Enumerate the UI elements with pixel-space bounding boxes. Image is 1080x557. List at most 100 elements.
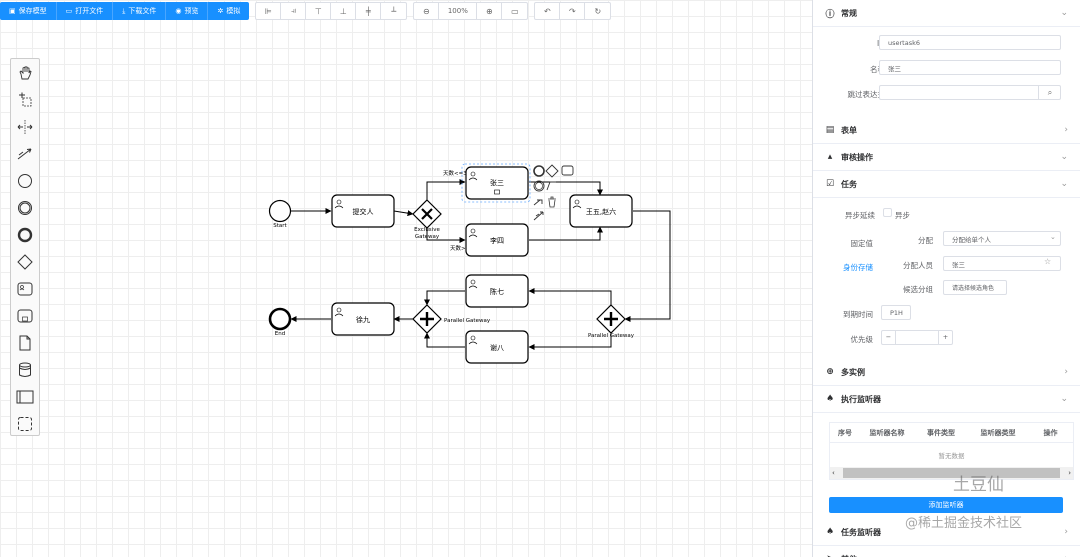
wrench-icon[interactable] (533, 199, 543, 206)
assign-select[interactable]: 分配给单个人 (943, 231, 1061, 246)
section-multi-instance-header[interactable]: ⊕ 多实例 › (813, 359, 1080, 386)
flow-lisi-wangwu[interactable] (529, 226, 603, 241)
search-icon[interactable]: ⌕ (1038, 85, 1061, 100)
identity-store-tab[interactable]: 身份存储 (843, 263, 873, 272)
user-task-icon[interactable] (11, 275, 39, 302)
subprocess-icon[interactable] (11, 302, 39, 329)
append-task-icon[interactable] (561, 165, 574, 176)
parallel-gateway-join[interactable]: Parallel Gateway (412, 304, 491, 334)
due-date-input[interactable]: P1H (881, 305, 911, 320)
candidate-group-button[interactable]: 请选择候选角色 (943, 280, 1007, 295)
intermediate-event-icon[interactable] (11, 194, 39, 221)
append-gateway-icon[interactable] (545, 164, 559, 178)
pool-icon[interactable] (11, 383, 39, 410)
save-model-button[interactable]: ▣保存模型 (0, 2, 57, 20)
gateway-icon[interactable] (11, 248, 39, 275)
section-general-header[interactable]: ⓘ 常规 ⌄ (813, 0, 1080, 27)
section-exec-listener-body: 序号 监听器名称 事件类型 监听器类型 操作 暂无数据 ‹ › 添加监听器 (813, 413, 1080, 519)
priority-increase-button[interactable]: + (938, 331, 952, 344)
flow-chenqi-join[interactable] (424, 290, 465, 306)
align-middle-icon[interactable]: ┴ (391, 6, 397, 16)
parallel-gateway-fork[interactable]: Parallel Gateway (588, 304, 635, 339)
chevron-down-icon: ⌄ (1050, 233, 1056, 241)
async-option-label: 异步 (895, 211, 910, 220)
task-wangwu[interactable]: 王五,赵六 (569, 194, 633, 228)
bpmn-canvas[interactable]: ▣保存模型 ▭打开文件 ⤓下载文件 ◉预览 ✲模拟 ⊫ ⫣ ⊤ ⊥ ╪ ┴ ⊖ … (0, 0, 812, 557)
flow-parallel-xieba[interactable] (528, 333, 612, 350)
align-center-icon[interactable]: ╪ (356, 3, 382, 19)
align-bottom-icon[interactable]: ⊥ (331, 3, 357, 19)
section-exec-listener-header[interactable]: ♠ 执行监听器 ⌄ (813, 386, 1080, 413)
task-submit[interactable]: 提交人 (331, 194, 395, 228)
group-icon[interactable] (11, 410, 39, 437)
append-end-event-icon[interactable] (533, 165, 545, 177)
connect-tool-icon[interactable] (11, 140, 39, 167)
align-right-icon[interactable]: ⫣ (281, 3, 307, 19)
space-tool-icon[interactable] (11, 113, 39, 140)
append-intermediate-event-icon[interactable] (533, 180, 545, 192)
flow-xieba-join[interactable] (424, 332, 465, 348)
hand-tool-icon[interactable] (11, 59, 39, 86)
exclusive-gateway[interactable]: Exclusive Gateway (412, 199, 442, 240)
section-form-header[interactable]: ▤ 表单 › (813, 117, 1080, 144)
assignee-input[interactable]: 张三 (943, 256, 1061, 271)
cog-icon: ✲ (217, 7, 224, 15)
task-zhangsan[interactable]: 张三 (461, 163, 531, 203)
data-store-icon[interactable] (11, 356, 39, 383)
lasso-tool-icon[interactable] (11, 86, 39, 113)
task-xujiu[interactable]: 徐九 (331, 302, 395, 336)
skip-expression-input[interactable] (879, 85, 1061, 100)
flow-wangwu-parallel[interactable] (624, 210, 671, 322)
fit-view-icon[interactable]: ▭ (511, 6, 519, 16)
name-input[interactable]: 张三 (879, 60, 1061, 75)
flow-submit-exclusive[interactable] (393, 210, 414, 217)
task-xieba[interactable]: 谢八 (465, 330, 529, 364)
end-event-icon[interactable] (11, 221, 39, 248)
download-file-button[interactable]: ⤓下载文件 (113, 2, 167, 20)
align-left-icon[interactable]: ⊫ (256, 3, 282, 19)
scroll-left-icon[interactable]: ‹ (832, 469, 835, 477)
section-audit-header[interactable]: ▴ 审核操作 ⌄ (813, 144, 1080, 171)
trash-icon[interactable] (548, 196, 556, 208)
id-input[interactable]: usertask6 (879, 35, 1061, 50)
start-event[interactable]: Start (268, 199, 292, 230)
open-file-button[interactable]: ▭打开文件 (57, 2, 114, 20)
assign-label: 分配 (918, 236, 933, 245)
data-object-icon[interactable] (11, 329, 39, 356)
fixed-value-tab[interactable]: 固定值 (850, 239, 874, 248)
section-task-header[interactable]: ☑ 任务 ⌄ (813, 171, 1080, 198)
download-icon: ⤓ (122, 6, 126, 15)
column-actions: 操作 (1043, 428, 1058, 437)
context-pad (533, 164, 574, 221)
zoom-out-icon[interactable]: ⊖ (414, 3, 440, 19)
flow-zhangsan-wangwu[interactable] (529, 181, 603, 196)
section-other-header[interactable]: ➤ 其他 › (813, 546, 1080, 557)
preview-button[interactable]: ◉预览 (166, 2, 209, 20)
watermark-brand: 土豆仙 (953, 475, 1004, 495)
append-annotation-icon[interactable] (546, 181, 556, 191)
redo-icon[interactable]: ↷ (560, 3, 586, 19)
star-icon[interactable]: ☆ (1044, 257, 1052, 266)
horizontal-scrollbar[interactable]: ‹ › (830, 467, 1073, 479)
flow-parallel-chenqi[interactable] (528, 288, 612, 305)
async-checkbox[interactable] (883, 208, 892, 217)
scrollbar-thumb[interactable] (842, 468, 1061, 478)
end-event[interactable]: End (268, 307, 292, 337)
start-event-icon[interactable] (11, 167, 39, 194)
section-task-listener-header[interactable]: ♠ 任务监听器 › (813, 519, 1080, 546)
reset-icon[interactable]: ↻ (594, 6, 602, 16)
priority-decrease-button[interactable]: − (882, 331, 896, 344)
flow-exclusive-lisi[interactable] (426, 228, 466, 243)
history-button-group: ↶ ↷ ↻ (534, 2, 612, 20)
align-top-icon[interactable]: ⊤ (306, 3, 332, 19)
zoom-in-icon[interactable]: ⊕ (477, 3, 503, 19)
column-index: 序号 (838, 428, 852, 437)
add-listener-button[interactable]: 添加监听器 (829, 497, 1063, 513)
simulate-button[interactable]: ✲模拟 (217, 7, 241, 15)
task-chenqi[interactable]: 陈七 (465, 274, 529, 308)
task-lisi[interactable]: 李四 (465, 223, 529, 257)
undo-icon[interactable]: ↶ (535, 3, 561, 19)
connect-icon[interactable] (533, 211, 544, 221)
flow-exclusive-zhangsan[interactable] (426, 179, 466, 200)
scroll-right-icon[interactable]: › (1068, 469, 1071, 477)
